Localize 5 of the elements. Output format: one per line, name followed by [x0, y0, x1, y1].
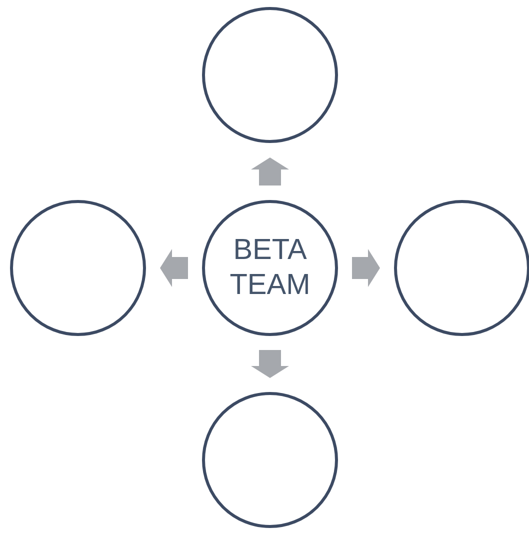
block-arrow — [160, 249, 188, 287]
block-arrow — [352, 249, 380, 287]
block-arrow — [251, 350, 289, 378]
node-label: BETA TEAM — [228, 233, 312, 303]
block-arrow — [251, 158, 289, 186]
